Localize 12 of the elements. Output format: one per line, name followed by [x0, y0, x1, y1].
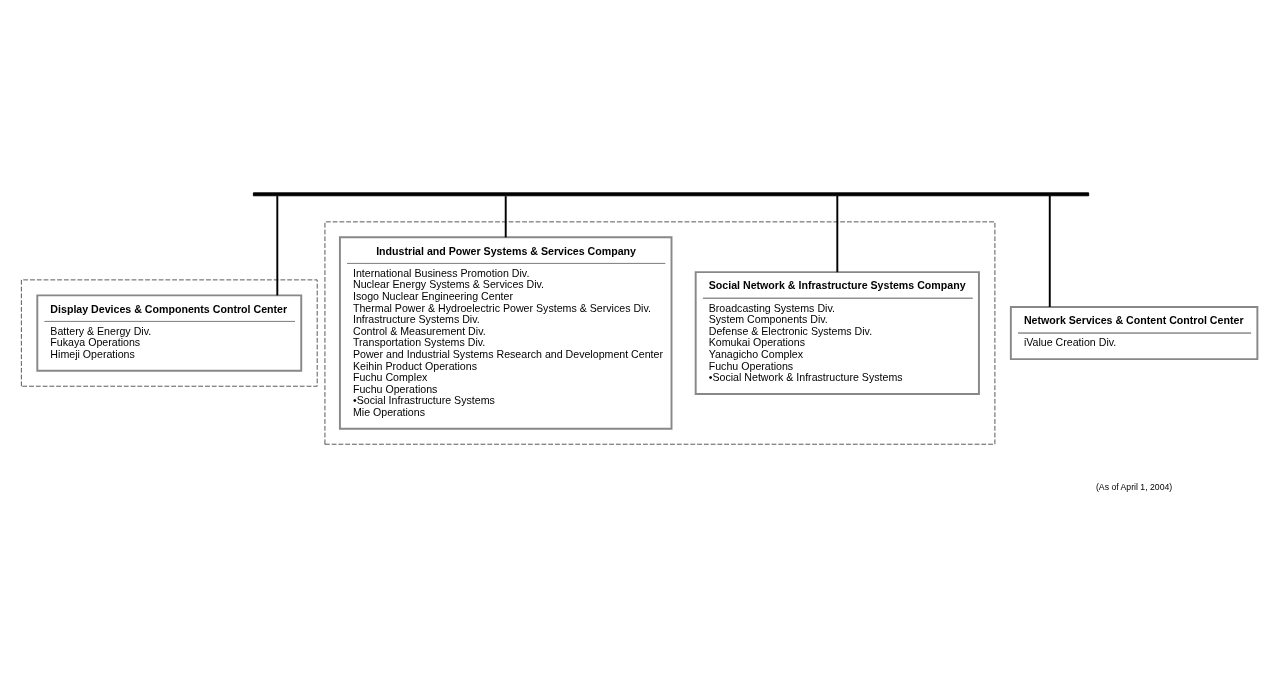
label: (As of April 1, 2004) — [1095, 481, 1173, 492]
node-box: Industrial and Power Systems & Services Company International Business Promotion Div. Nuclear Energy Systems & Services Div. Isogo Nuclear Engineering Center Thermal Power & Hydroelectric Power Systems & Services Div. Infrastructure Systems Div. Control & Measurement Div. Transportation Systems Div. Power and Industrial Systems Research and Development Center Keihin Product Operations Fuchu Complex Fuchu Operations •Social Infrastructure Systems Mie Operations — [338, 236, 673, 430]
node-box: Network Services & Content Control Center iValue Creation Div. — [1009, 306, 1259, 361]
cluster — [20, 279, 318, 387]
node-box: Display Devices & Components Control Center Battery & Energy Div. Fukaya Operations Himeji Operations — [36, 294, 303, 372]
connector — [276, 195, 279, 297]
node-bar — [252, 192, 1090, 197]
connector — [836, 194, 839, 274]
node-box: Social Network & Infrastructure Systems Company Broadcasting Systems Div. System Components Div. Defense & Electronic Systems Div. Komukai Operations Yanagicho Complex Fuchu Operations •Social Network & Infrastructure Systems — [694, 271, 980, 395]
connector — [1048, 194, 1051, 308]
connector — [504, 195, 507, 239]
cluster — [324, 221, 996, 445]
